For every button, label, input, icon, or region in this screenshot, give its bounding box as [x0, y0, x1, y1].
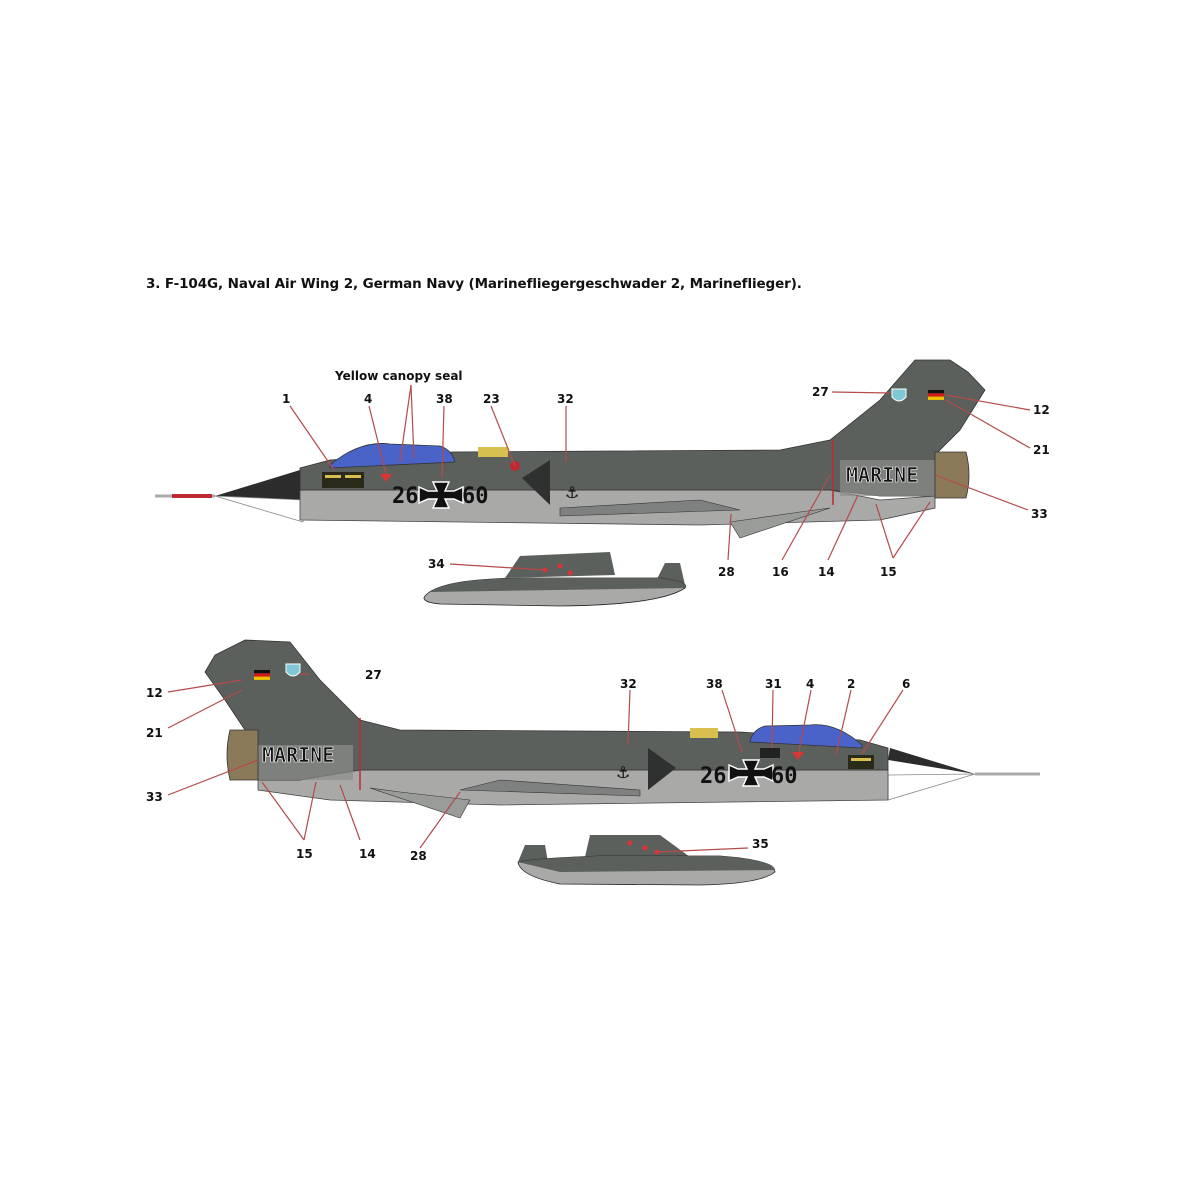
- bottom-callout-labels: 12 21 27 33 15 14 28 32 38 31 4 2 6 35: [146, 668, 910, 863]
- anchor-icon: ⚓: [565, 483, 579, 502]
- svg-text:32: 32: [620, 677, 637, 691]
- top-callouts: [289, 384, 1031, 571]
- svg-text:34: 34: [428, 557, 445, 571]
- svg-text:27: 27: [812, 385, 829, 399]
- svg-text:26: 26: [700, 764, 727, 789]
- svg-text:27: 27: [365, 668, 382, 682]
- bottom-callouts: [167, 673, 904, 853]
- svg-text:26: 26: [392, 484, 419, 509]
- svg-text:28: 28: [410, 849, 427, 863]
- svg-text:12: 12: [146, 686, 163, 700]
- svg-text:33: 33: [1031, 507, 1048, 521]
- svg-text:14: 14: [359, 847, 376, 861]
- svg-text:32: 32: [557, 392, 574, 406]
- iron-cross-icon-bottom: [728, 759, 774, 787]
- svg-text:1: 1: [282, 392, 290, 406]
- svg-text:4: 4: [806, 677, 814, 691]
- svg-text:12: 12: [1033, 403, 1050, 417]
- svg-text:Yellow canopy seal: Yellow canopy seal: [334, 369, 463, 383]
- anchor-icon-bottom: ⚓: [616, 763, 630, 782]
- svg-text:60: 60: [771, 764, 798, 789]
- svg-text:31: 31: [765, 677, 782, 691]
- top-callout-labels: Yellow canopy seal 1 4 38 23 32 27 12 21…: [282, 369, 1050, 579]
- page-title: 3. F-104G, Naval Air Wing 2, German Navy…: [146, 276, 802, 292]
- svg-text:15: 15: [296, 847, 313, 861]
- svg-text:21: 21: [146, 726, 163, 740]
- bottom-drop-tank: [517, 835, 776, 886]
- iron-cross-icon: [418, 481, 464, 509]
- svg-text:MARINE: MARINE: [262, 743, 334, 767]
- svg-text:21: 21: [1033, 443, 1050, 457]
- svg-text:38: 38: [706, 677, 723, 691]
- svg-text:15: 15: [880, 565, 897, 579]
- svg-text:14: 14: [818, 565, 835, 579]
- svg-text:28: 28: [718, 565, 735, 579]
- svg-text:6: 6: [902, 677, 910, 691]
- svg-text:35: 35: [752, 837, 769, 851]
- svg-text:4: 4: [364, 392, 372, 406]
- top-aircraft-profile: 26 60 ⚓ MARINE: [155, 359, 986, 539]
- svg-text:33: 33: [146, 790, 163, 804]
- svg-text:16: 16: [772, 565, 789, 579]
- svg-text:2: 2: [847, 677, 855, 691]
- bottom-aircraft-profile: 26 60 ⚓ MARINE: [204, 639, 1040, 819]
- svg-text:MARINE: MARINE: [846, 463, 918, 487]
- svg-text:60: 60: [462, 484, 489, 509]
- top-drop-tank: [423, 552, 687, 607]
- svg-text:23: 23: [483, 392, 500, 406]
- svg-text:38: 38: [436, 392, 453, 406]
